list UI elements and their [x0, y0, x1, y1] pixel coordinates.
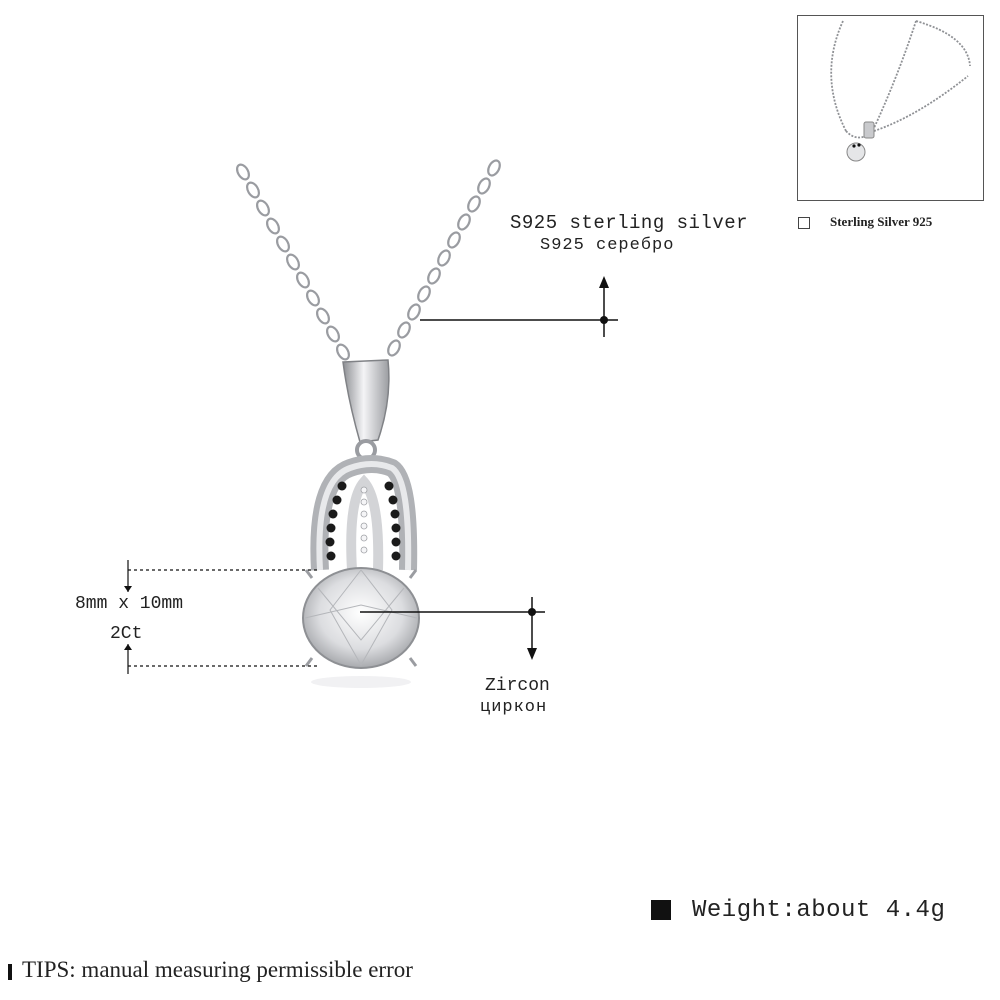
zircon-stone	[302, 567, 420, 669]
stone-label-ru: циркон	[480, 698, 548, 717]
tips-bullet-icon	[8, 964, 12, 980]
zircon-facets	[304, 569, 418, 667]
tips-label: TIPS: manual measuring permissible error	[22, 957, 413, 982]
thumbnail-frame[interactable]	[797, 15, 984, 201]
weight-bullet-icon	[651, 900, 671, 920]
stone-size-label: 8mm x 10mm	[75, 594, 184, 614]
black-stones	[325, 481, 401, 561]
chain-left	[236, 163, 350, 361]
stone-label-en: Zircon	[485, 676, 550, 696]
size-dimension	[124, 560, 320, 674]
thumbnail-legend-checkbox[interactable]	[798, 217, 810, 229]
zircon-pointer	[360, 597, 545, 660]
stone-carat-label: 2Ct	[110, 624, 143, 644]
pendant-necklace-thumbnail-icon	[830, 20, 971, 162]
silver-pointer	[420, 276, 618, 337]
chain-right	[387, 159, 501, 357]
weight-label: Weight:about 4.4g	[692, 897, 946, 924]
pendant-bail	[342, 359, 390, 443]
pendant-inner-arch	[346, 474, 384, 571]
thumbnail-legend-label: Sterling Silver 925	[830, 214, 933, 229]
prongs	[304, 569, 418, 667]
material-label-en: S925 sterling silver	[510, 212, 749, 234]
pave-stones	[360, 486, 368, 554]
material-label-ru: S925 серебро	[540, 236, 675, 255]
